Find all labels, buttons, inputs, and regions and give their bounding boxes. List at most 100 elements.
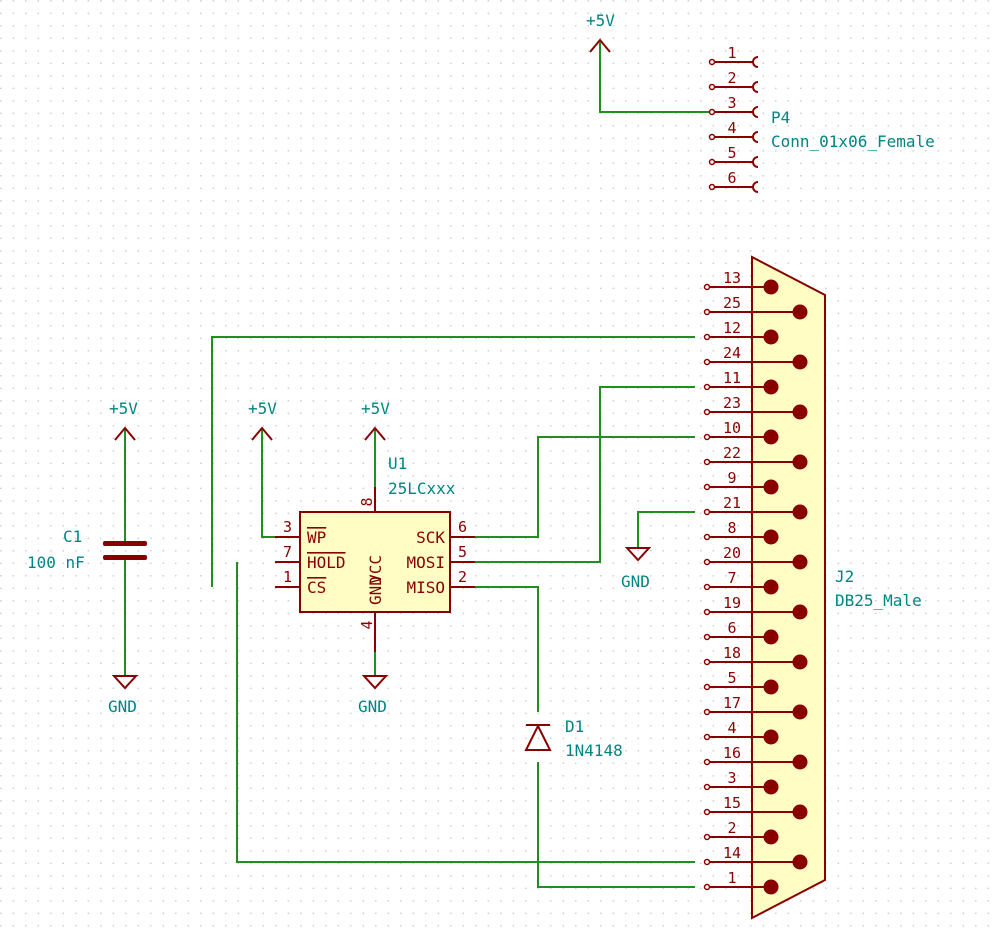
pin-number: 15 [723, 794, 741, 812]
connector-j2-pin[interactable]: 18 [703, 644, 808, 670]
wire-gnd-j2-pin21[interactable] [637, 511, 695, 548]
connector-j2-pin[interactable]: 17 [703, 694, 808, 720]
wire-p4-pin3-vcc[interactable] [599, 42, 710, 113]
connector-j2-pin[interactable]: 14 [703, 844, 808, 870]
pin-number: 12 [723, 319, 741, 337]
connector-p4[interactable]: 1 234 5 6 P4 Conn_01x06_Female [708, 44, 935, 193]
power-symbol-vcc-c1[interactable]: +5V [109, 399, 138, 441]
power-symbol-vcc-p4[interactable]: +5V [586, 11, 615, 53]
connector-j2-pin[interactable]: 25 [703, 294, 808, 320]
connector-j2-pin[interactable]: 5 [703, 669, 779, 695]
connector-value: Conn_01x06_Female [771, 132, 935, 151]
connector-ref: P4 [771, 108, 790, 127]
diode-d1[interactable]: D1 1N4148 [524, 717, 623, 760]
power-symbol-gnd-c1[interactable]: GND [108, 675, 139, 716]
pin-number: 7 [727, 569, 736, 587]
power-label: GND [108, 697, 137, 716]
connector-p4-pin[interactable]: 2 [708, 69, 759, 93]
connector-j2-pin[interactable]: 2 [703, 819, 779, 845]
pin-number-cs: 1 [283, 568, 292, 586]
connector-j2-pin[interactable]: 12 [703, 319, 779, 345]
wire-cs[interactable] [211, 336, 695, 587]
wire-sck[interactable] [475, 436, 695, 538]
connector-p4-pin[interactable]: 1 [708, 44, 759, 68]
connector-p4-pin[interactable]: 6 [708, 169, 759, 193]
connector-j2-pin[interactable]: 7 [703, 569, 779, 595]
pin-number: 25 [723, 294, 741, 312]
wire-wp-vcc[interactable] [261, 428, 275, 538]
pin-number: 9 [727, 469, 736, 487]
pin-number: 20 [723, 544, 741, 562]
pin-number: 4 [727, 719, 736, 737]
pin-number: 24 [723, 344, 741, 362]
pin-number: 14 [723, 844, 741, 862]
connector-j2-pin[interactable]: 21 [703, 494, 808, 520]
connector-j2-pin[interactable]: 9 [703, 469, 779, 495]
wire-diode-j2-pin1[interactable] [537, 762, 695, 888]
pin-number: 8 [727, 519, 736, 537]
power-symbol-gnd-u1[interactable]: GND [358, 675, 389, 716]
wires [124, 42, 710, 888]
connector-j2-pin[interactable]: 24 [703, 344, 808, 370]
pin-name-mosi: MOSI [406, 553, 445, 572]
connector-j2-pin[interactable]: 10 [703, 419, 779, 445]
connector-ref: J2 [835, 567, 854, 586]
pin-number: 19 [723, 594, 741, 612]
wire-hold[interactable] [236, 562, 695, 863]
pin-name-gnd: GND [366, 576, 385, 605]
capacitor-value: 100 nF [27, 553, 85, 572]
pin-number-hold: 7 [283, 543, 292, 561]
pin-number: 1 [727, 44, 736, 62]
diode-value: 1N4148 [565, 741, 623, 760]
ic-ref: U1 [388, 454, 407, 473]
connector-j2-pin[interactable]: 11 [703, 369, 779, 395]
connector-j2-pin[interactable]: 15 [703, 794, 808, 820]
capacitor-c1[interactable]: C1 100 nF [27, 527, 147, 572]
connector-j2-pin[interactable]: 3 [703, 769, 779, 795]
connector-j2-pin[interactable]: 1 [703, 869, 779, 895]
pin-number: 2 [727, 819, 736, 837]
connector-j2-pin[interactable]: 19 [703, 594, 808, 620]
capacitor-plate-bottom [103, 555, 147, 560]
connector-j2-pin[interactable]: 4 [703, 719, 779, 745]
power-symbol-vcc-wp[interactable]: +5V [248, 399, 277, 441]
power-symbol-vcc-u1[interactable]: +5V [361, 399, 390, 441]
connector-j2-pin[interactable]: 23 [703, 394, 808, 420]
ic-u1[interactable]: 3 7 1 6 5 2 8 4 WP HOLD CS SCK MOSI MISO… [275, 454, 475, 652]
wire-mosi[interactable] [475, 386, 695, 563]
pin-number: 22 [723, 444, 741, 462]
connector-p4-pin[interactable]: 5 [708, 144, 759, 168]
pin-number: 4 [727, 119, 736, 137]
pin-number: 11 [723, 369, 741, 387]
connector-j2-pin[interactable]: 8 [703, 519, 779, 545]
pin-number: 13 [723, 269, 741, 287]
wire-miso[interactable] [475, 586, 539, 712]
pin-number-wp: 3 [283, 518, 292, 536]
pin-number: 6 [727, 169, 736, 187]
power-symbol-gnd-j2[interactable]: GND [621, 547, 652, 591]
pin-number-vcc: 8 [358, 497, 376, 506]
power-label: +5V [361, 399, 390, 418]
connector-p4-pin[interactable]: 4 [708, 119, 759, 143]
db25-body [751, 255, 826, 920]
pin-number: 21 [723, 494, 741, 512]
connector-j2-pin[interactable]: 13 [703, 269, 779, 295]
pin-name-hold: HOLD [307, 553, 346, 572]
power-label: GND [621, 572, 650, 591]
pin-number: 1 [727, 869, 736, 887]
pin-number: 5 [727, 144, 736, 162]
pin-number-gnd: 4 [358, 620, 376, 629]
connector-j2-pin[interactable]: 16 [703, 744, 808, 770]
capacitor-ref: C1 [63, 527, 82, 546]
connector-p4-pin[interactable]: 3 [708, 94, 759, 118]
pin-name-miso: MISO [406, 578, 445, 597]
pin-number-sck: 6 [458, 518, 467, 536]
connector-j2-pin[interactable]: 20 [703, 544, 808, 570]
connector-j2-pin[interactable]: 22 [703, 444, 808, 470]
connector-j2-pin[interactable]: 6 [703, 619, 779, 645]
pin-name-sck: SCK [416, 528, 445, 547]
pin-number: 6 [727, 619, 736, 637]
pin-number: 10 [723, 419, 741, 437]
